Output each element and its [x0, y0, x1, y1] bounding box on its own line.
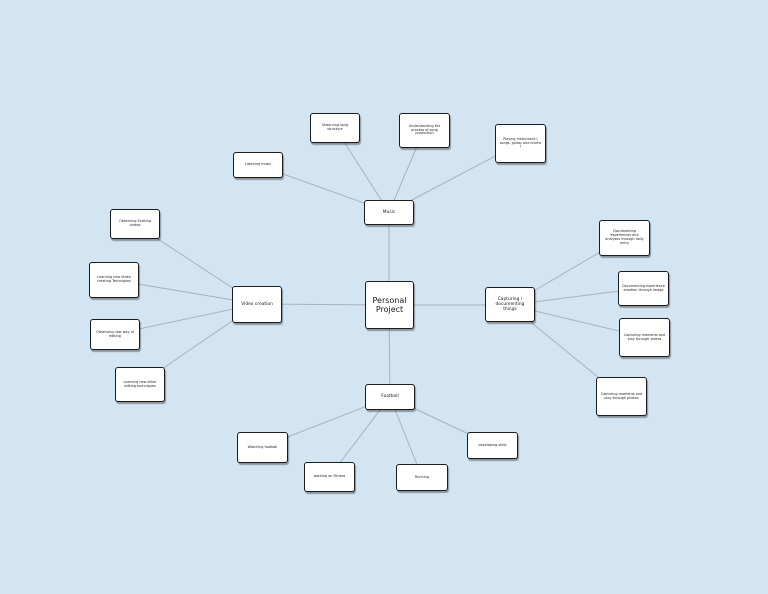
leaf-music-observing[interactable]: Observing song structure [310, 113, 360, 143]
leaf-music-playing-label: Playing Instrument ( songs, guitar and d… [499, 136, 542, 149]
leaf-capturing-emotion-label: Documenting experience emotion through i… [622, 283, 665, 292]
branch-music-label: Music [382, 209, 396, 215]
leaf-video-techniques-label: Learning new Video creating Techniques [97, 275, 131, 283]
branch-football-node[interactable]: Football [365, 384, 415, 410]
leaf-music-playing[interactable]: Playing Instrument ( songs, guitar and d… [495, 124, 546, 163]
leaf-capturing-emotion[interactable]: Documenting experience emotion through i… [618, 271, 669, 306]
branch-music-node[interactable]: Music [364, 200, 414, 225]
leaf-capturing-video-label: Capturing moments and play through video… [623, 332, 666, 341]
leaf-football-running[interactable]: Running [396, 464, 448, 491]
leaf-football-skills[interactable]: developing skills [467, 432, 518, 459]
leaf-music-listening[interactable]: Listening music [233, 152, 283, 178]
leaf-video-existing-label: Observing Existing videos [119, 219, 151, 227]
leaf-football-running-label: Running [415, 474, 429, 479]
leaf-capturing-experiences-label: Documenting experiences and analyses thr… [605, 229, 644, 245]
leaf-football-watching-label: Watching football [247, 444, 278, 449]
leaf-capturing-photos[interactable]: Capturing moments and play through photo… [596, 377, 647, 416]
leaf-capturing-photos-label: Capturing moments and play through photo… [600, 391, 643, 400]
branch-video-label: Video creation [241, 301, 273, 307]
leaf-music-understanding-label: Understanding the process of song produc… [408, 123, 441, 136]
link-football-running [389, 396, 423, 478]
branch-capturing-node[interactable]: Capturing / documenting things [485, 287, 535, 322]
leaf-football-skills-label: developing skills [478, 442, 507, 447]
leaf-music-listening-label: Listening music [244, 162, 272, 167]
center-node-label: Personal Project [372, 295, 407, 314]
leaf-music-observing-label: Observing song structure [321, 123, 349, 131]
leaf-capturing-video[interactable]: Capturing moments and play through video… [619, 318, 670, 357]
leaf-video-editing-label: Observing new way of editing [96, 329, 134, 338]
leaf-football-watching[interactable]: Watching football [237, 432, 288, 463]
branch-football-label: Football [381, 394, 399, 400]
leaf-video-other-label: Learning new other editing techniques [123, 379, 157, 388]
leaf-music-understanding[interactable]: Understanding the process of song produc… [399, 113, 450, 148]
center-node[interactable]: Personal Project [365, 281, 414, 329]
leaf-football-fitness[interactable]: working on Fitness [304, 462, 355, 492]
leaf-video-editing[interactable]: Observing new way of editing [90, 319, 140, 350]
branch-capturing-label: Capturing / documenting things [495, 296, 525, 313]
leaf-video-other[interactable]: Learning new other editing techniques [115, 367, 165, 402]
leaf-capturing-experiences[interactable]: Documenting experiences and analyses thr… [599, 220, 650, 256]
leaf-football-fitness-label: working on Fitness [313, 474, 346, 479]
leaf-video-techniques[interactable]: Learning new Video creating Techniques [89, 262, 139, 298]
leaf-video-existing[interactable]: Observing Existing videos [110, 209, 160, 239]
branch-video-node[interactable]: Video creation [232, 286, 282, 323]
